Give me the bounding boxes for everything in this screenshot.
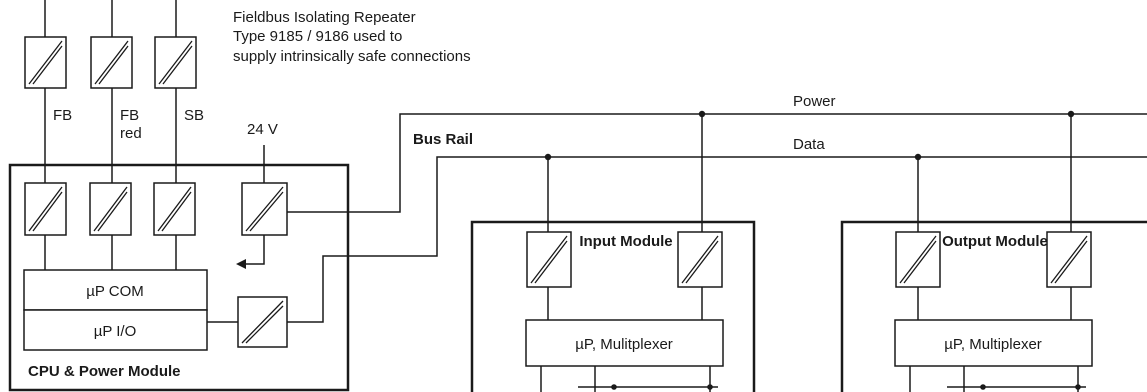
signal-label-fb: FB [53, 107, 72, 124]
repeater-isolator-fb-red [90, 36, 133, 89]
cpu-com-label: µP COM [86, 283, 144, 300]
signal-label-sb: SB [184, 107, 204, 124]
bus-power-line [287, 113, 1147, 213]
input-processor-block [525, 319, 724, 367]
power-return-arrow-icon [236, 259, 246, 269]
repeater-isolator-sb [154, 36, 197, 89]
cpu-internal-wires [44, 235, 265, 270]
input-isolator-data [526, 231, 572, 288]
junction-dot [611, 384, 617, 390]
junction-dot [698, 110, 706, 118]
repeater-caption-line3: supply intrinsically safe connections [233, 48, 471, 65]
cpu-io-block [23, 309, 208, 351]
repeater-wires-top [44, 0, 177, 37]
output-internal-bus [909, 366, 1086, 392]
repeater-caption-line1: Fieldbus Isolating Repeater [233, 9, 416, 26]
cpu-isolator-data [237, 296, 288, 348]
bus-taps [547, 114, 1072, 232]
bus-data-line [287, 156, 1147, 323]
repeater-caption-line2: Type 9185 / 9186 used to [233, 28, 402, 45]
cpu-isolator-fb-red [89, 182, 132, 236]
output-module-frame [840, 220, 1147, 392]
cpu-isolator-fb [24, 182, 67, 236]
cpu-io-label: µP I/O [94, 323, 137, 340]
junction-dot [1075, 384, 1081, 390]
cpu-isolator-sb [153, 182, 196, 236]
signal-label-fb-red-line2: red [120, 125, 142, 142]
output-processor-block [894, 319, 1093, 367]
junction-dot [544, 153, 552, 161]
output-module-title: Output Module [942, 233, 1048, 250]
input-module-title: Input Module [579, 233, 672, 250]
output-isolator-data [895, 231, 941, 288]
junction-dot [707, 384, 713, 390]
bus-data-label: Data [793, 136, 825, 153]
cpu-module-title: CPU & Power Module [28, 363, 181, 380]
junction-dot [914, 153, 922, 161]
signal-label-fb-red-line1: FB [120, 107, 139, 124]
input-isolator-power [677, 231, 723, 288]
cpu-power-module-frame [8, 163, 350, 392]
junction-dot [980, 384, 986, 390]
signal-label-24v: 24 V [247, 121, 278, 138]
cpu-isolator-power [241, 182, 288, 236]
input-module-frame [470, 220, 756, 392]
signal-wires [44, 88, 265, 183]
repeater-isolator-fb [24, 36, 67, 89]
bus-power-label: Power [793, 93, 836, 110]
input-internal-bus [540, 366, 718, 392]
input-processor-label: µP, Mulitplexer [575, 336, 673, 353]
output-isolator-power [1046, 231, 1092, 288]
output-processor-label: µP, Multiplexer [944, 336, 1042, 353]
bus-rail-title: Bus Rail [413, 131, 473, 148]
junction-dot [1067, 110, 1075, 118]
